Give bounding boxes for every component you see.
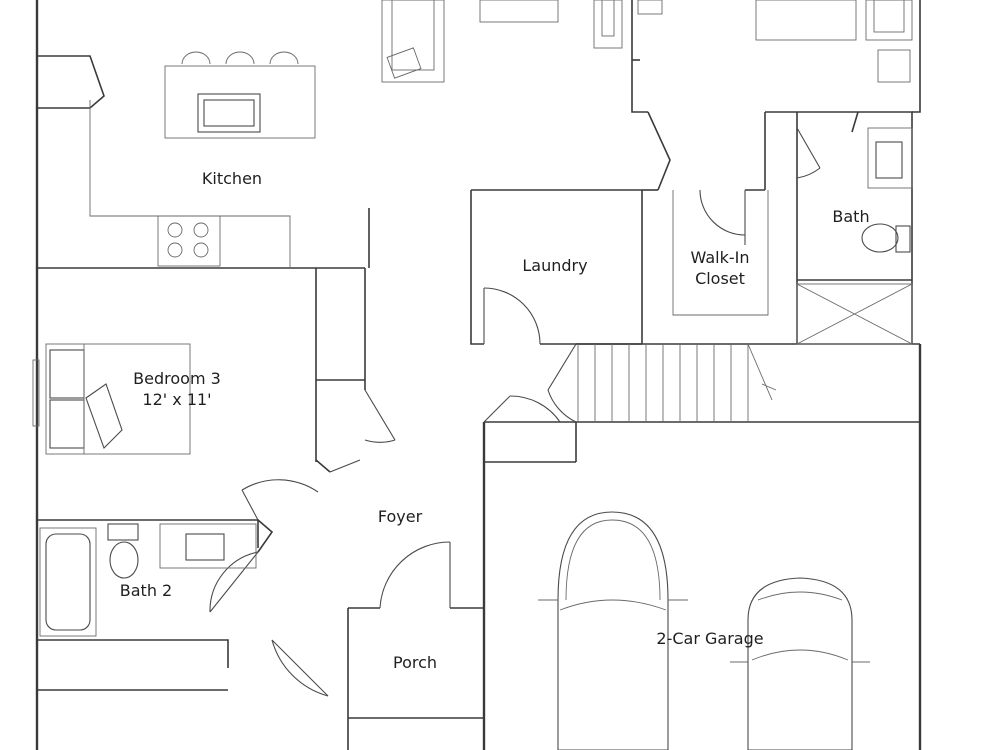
doors bbox=[209, 127, 821, 697]
room-labels: Kitchen Laundry Walk-In Closet Bath Bedr… bbox=[120, 169, 870, 672]
label-bath2: Bath 2 bbox=[120, 581, 172, 600]
label-bedroom3: Bedroom 3 bbox=[133, 369, 221, 388]
stairs bbox=[577, 343, 777, 422]
label-walkin-line1: Walk-In bbox=[691, 248, 750, 267]
label-walkin-line2: Closet bbox=[695, 269, 745, 288]
label-bedroom3-size: 12' x 11' bbox=[142, 390, 211, 409]
label-foyer: Foyer bbox=[378, 507, 423, 526]
garage-fixtures bbox=[538, 511, 870, 750]
kitchen-fixtures bbox=[89, 51, 316, 268]
label-laundry: Laundry bbox=[522, 256, 587, 275]
bath-fixtures bbox=[796, 127, 913, 345]
closet-fixtures bbox=[672, 190, 769, 316]
label-kitchen: Kitchen bbox=[202, 169, 262, 188]
label-garage: 2-Car Garage bbox=[656, 629, 763, 648]
bath2-fixtures bbox=[39, 523, 257, 637]
label-porch: Porch bbox=[393, 653, 437, 672]
bedroom3-fixtures bbox=[32, 343, 191, 455]
label-bath: Bath bbox=[832, 207, 869, 226]
bedroom-fixtures bbox=[755, 0, 913, 83]
living-fixtures bbox=[381, 0, 663, 83]
